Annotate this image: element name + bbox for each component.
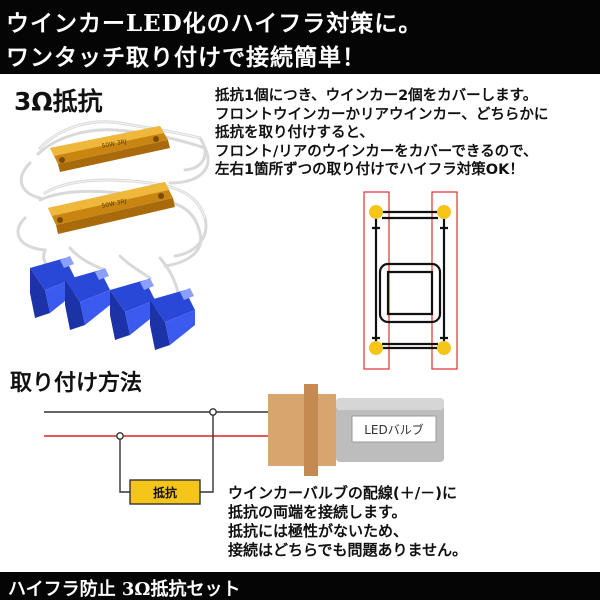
resistor-body-2: 50W 3RJ: [48, 182, 175, 234]
description-line: フロント/リアのウインカーをカバーできるので、: [215, 143, 538, 160]
front-left-lamp-icon: [369, 205, 383, 219]
rear-left-lamp-icon: [369, 341, 383, 355]
footer-banner: ハイフラ防止 3Ω抵抗セット: [0, 572, 600, 600]
footer-text: ハイフラ防止 3Ω抵抗セット: [8, 579, 241, 600]
front-right-lamp-icon: [437, 205, 451, 219]
bulb-base: [268, 394, 304, 466]
description-line: フロントウインカーかリアウインカー、どちらかに: [215, 106, 549, 123]
resistor-label: 抵抗: [153, 485, 177, 500]
connector-group: [30, 256, 195, 350]
description-line: 抵抗を取り付けすると、: [215, 125, 374, 142]
resistor-symbol: [129, 479, 201, 505]
header-line-2: ワンタッチ取り付けで接続簡単！: [6, 44, 366, 71]
description-line: 抵抗1個につき、ウインカー2個をカバーします。: [215, 88, 538, 104]
wiring-note-line: 抵抗の両端を接続します。: [228, 503, 407, 521]
junction-icon: [116, 432, 124, 440]
header-banner: ウインカーLED化のハイフラ対策に。 ワンタッチ取り付けで接続簡単！: [0, 0, 600, 74]
resistor-marking-1: 50W 3RJ: [101, 138, 127, 150]
led-bulb-label: LEDバルブ: [364, 422, 424, 437]
resistor-title: 3Ω抵抗: [14, 87, 103, 116]
description-line: 左右1箇所ずつの取り付けでハイフラ対策OK！: [215, 162, 524, 179]
car-wiring-diagram: [363, 191, 458, 370]
led-bulb-label-box: [351, 415, 437, 443]
header-line-1: ウインカーLED化のハイフラ対策に。: [6, 10, 423, 37]
resistor-body-1: 50W 3RJ: [50, 126, 170, 172]
wiring-note-line: 接続はどちらでも問題ありません。: [228, 541, 468, 559]
description-text: 抵抗1個につき、ウインカー2個をカバーします。 フロントウインカーかリアウインカ…: [215, 87, 548, 180]
junction-icon: [209, 408, 217, 416]
rear-right-lamp-icon: [437, 341, 451, 355]
method-title: 取り付け方法: [10, 371, 143, 396]
wiring-note-line: ウインカーバルブの配線(＋/－)に: [228, 484, 458, 502]
product-illustration: 50W 3RJ 50W 3RJ: [16, 120, 210, 350]
wiring-note-line: 抵抗には極性がないため、: [228, 522, 409, 540]
wiring-schematic: 抵抗 LEDバルブ: [44, 384, 444, 505]
wiring-note: ウインカーバルブの配線(＋/－)に 抵抗の両端を接続します。 抵抗には極性がない…: [228, 484, 467, 560]
